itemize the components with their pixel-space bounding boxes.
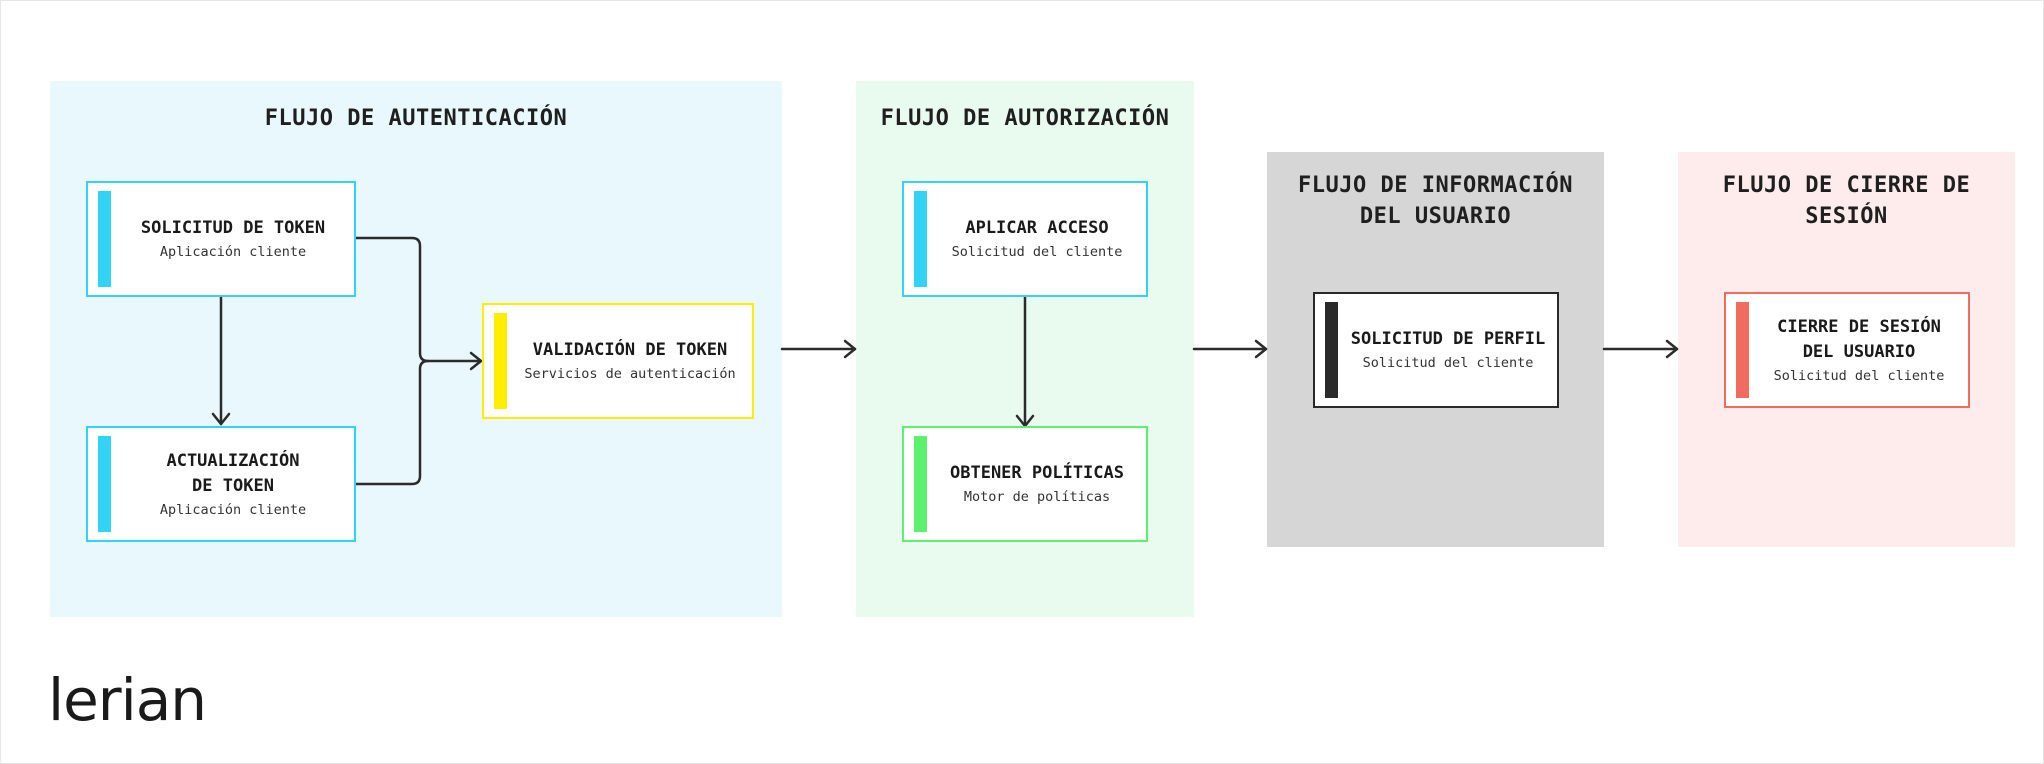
node-title: OBTENER POLÍTICAS: [950, 463, 1124, 483]
node-title: ACTUALIZACIÓN DE TOKEN: [166, 450, 300, 496]
node-title: APLICAR ACCESO: [965, 218, 1109, 238]
node-accent-bar: [914, 191, 927, 287]
node-user-logout: CIERRE DE SESIÓN DEL USUARIO Solicitud d…: [1724, 292, 1970, 408]
node-profile-request: SOLICITUD DE PERFIL Solicitud del client…: [1313, 292, 1559, 408]
arrow-refresh-to-validation: [354, 359, 430, 486]
node-subtitle: Aplicación cliente: [159, 501, 307, 518]
node-subtitle: Solicitud del cliente: [951, 244, 1123, 260]
panel-title-authentication: FLUJO DE AUTENTICACIÓN: [264, 106, 568, 131]
node-title: CIERRE DE SESIÓN DEL USUARIO: [1777, 316, 1941, 362]
panel-title-user-information: FLUJO DE INFORMACIÓN DEL USUARIO: [1298, 173, 1573, 229]
node-subtitle: Solicitud del cliente: [1773, 367, 1945, 384]
node-subtitle: Solicitud del cliente: [1362, 355, 1534, 371]
node-title: VALIDACIÓN DE TOKEN: [532, 340, 728, 360]
lerian-logo: lerian: [48, 666, 207, 734]
node-subtitle: Servicios de autenticación: [524, 366, 736, 382]
arrow-request-to-validation: [354, 236, 483, 363]
panel-title-authorization: FLUJO DE AUTORIZACIÓN: [880, 106, 1170, 131]
node-accent-bar: [494, 313, 507, 409]
node-token-request: SOLICITUD DE TOKEN Aplicación cliente: [86, 181, 356, 297]
panel-title-logout: FLUJO DE CIERRE DE SESIÓN: [1722, 173, 1971, 229]
node-get-policies: OBTENER POLÍTICAS Motor de políticas: [902, 426, 1148, 542]
node-token-validation: VALIDACIÓN DE TOKEN Servicios de autenti…: [482, 303, 754, 419]
node-subtitle: Motor de políticas: [963, 489, 1111, 505]
node-title: SOLICITUD DE TOKEN: [140, 218, 326, 238]
node-accent-bar: [914, 436, 927, 532]
node-title: SOLICITUD DE PERFIL: [1350, 329, 1546, 349]
node-subtitle: Aplicación cliente: [159, 244, 307, 260]
node-token-refresh: ACTUALIZACIÓN DE TOKEN Aplicación client…: [86, 426, 356, 542]
node-accent-bar: [1325, 302, 1338, 398]
node-accent-bar: [98, 191, 111, 287]
node-apply-access: APLICAR ACCESO Solicitud del cliente: [902, 181, 1148, 297]
node-accent-bar: [1736, 302, 1749, 398]
node-accent-bar: [98, 436, 111, 532]
